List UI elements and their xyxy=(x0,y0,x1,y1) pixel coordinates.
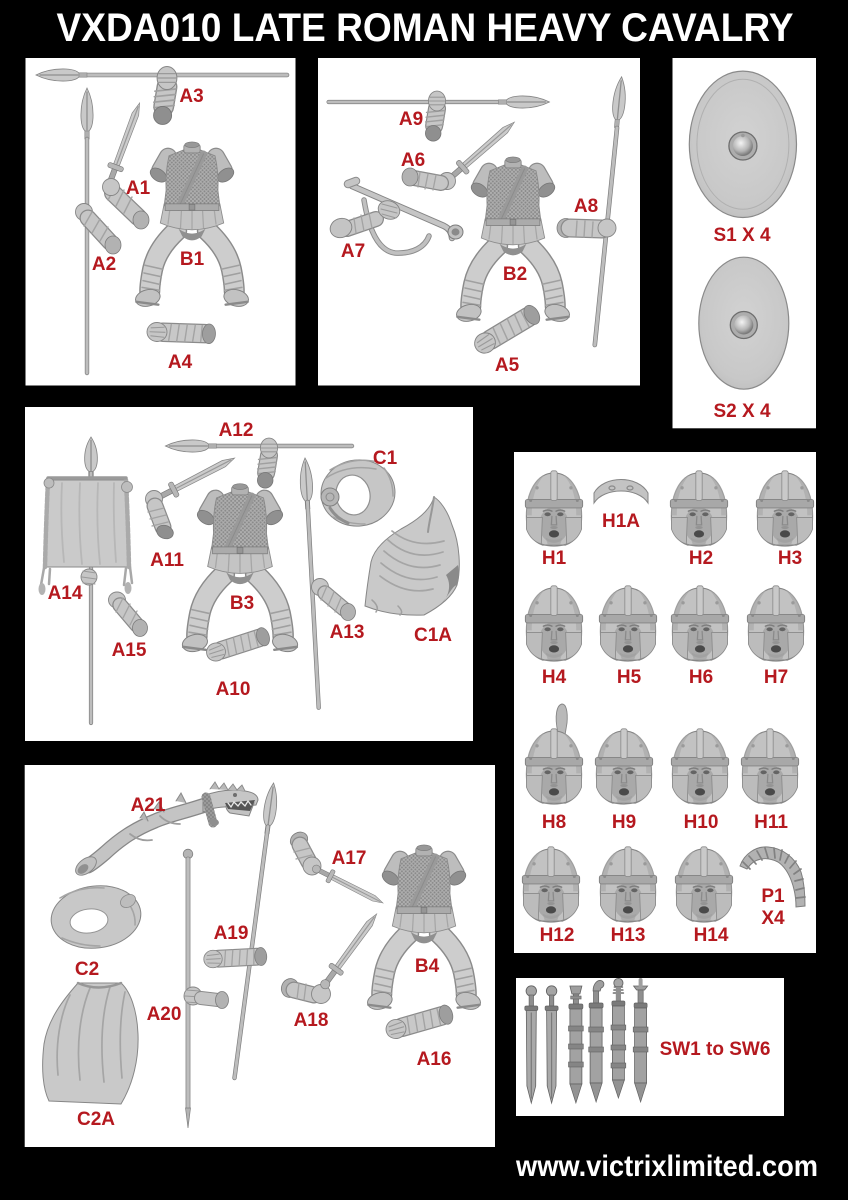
svg-text:H13: H13 xyxy=(611,925,646,946)
svg-text:A14: A14 xyxy=(48,583,83,604)
svg-text:A7: A7 xyxy=(341,241,365,262)
svg-text:H12: H12 xyxy=(540,925,575,946)
svg-text:C2: C2 xyxy=(75,959,99,980)
svg-text:A2: A2 xyxy=(92,254,116,275)
svg-text:SW1 to SW6: SW1 to SW6 xyxy=(660,1039,771,1060)
svg-text:A13: A13 xyxy=(330,622,365,643)
svg-text:C2A: C2A xyxy=(77,1109,115,1130)
svg-text:B2: B2 xyxy=(503,264,527,285)
svg-text:A3: A3 xyxy=(179,86,203,107)
svg-text:B3: B3 xyxy=(230,593,254,614)
svg-text:B1: B1 xyxy=(180,249,205,270)
svg-text:S2 X 4: S2 X 4 xyxy=(713,401,770,422)
svg-text:A18: A18 xyxy=(294,1010,329,1031)
svg-text:A11: A11 xyxy=(150,550,184,571)
svg-text:H5: H5 xyxy=(617,667,642,688)
svg-text:H8: H8 xyxy=(542,812,566,833)
svg-text:A19: A19 xyxy=(214,923,249,944)
svg-text:S1 X 4: S1 X 4 xyxy=(713,225,770,246)
svg-text:P1: P1 xyxy=(761,886,785,907)
svg-text:A10: A10 xyxy=(216,679,251,700)
svg-text:A17: A17 xyxy=(332,848,367,869)
svg-text:H9: H9 xyxy=(612,812,636,833)
svg-text:A6: A6 xyxy=(401,150,425,171)
svg-text:H14: H14 xyxy=(694,925,729,946)
svg-text:H6: H6 xyxy=(689,667,713,688)
svg-text:A12: A12 xyxy=(219,420,254,441)
svg-text:A1: A1 xyxy=(126,178,151,199)
svg-text:H7: H7 xyxy=(764,667,788,688)
svg-text:A4: A4 xyxy=(168,352,193,373)
svg-text:B4: B4 xyxy=(415,956,440,977)
svg-text:A20: A20 xyxy=(147,1004,182,1025)
svg-text:H3: H3 xyxy=(778,548,802,569)
svg-text:A15: A15 xyxy=(112,640,147,661)
svg-text:H10: H10 xyxy=(684,812,719,833)
svg-text:C1: C1 xyxy=(373,448,398,469)
svg-text:A9: A9 xyxy=(399,109,423,130)
svg-text:H1: H1 xyxy=(542,548,567,569)
svg-text:A16: A16 xyxy=(417,1049,452,1070)
svg-text:VXDA010 LATE ROMAN HEAVY CAVAL: VXDA010 LATE ROMAN HEAVY CAVALRY xyxy=(57,6,794,50)
svg-text:X4: X4 xyxy=(761,908,785,929)
svg-text:H11: H11 xyxy=(754,812,788,833)
svg-text:A8: A8 xyxy=(574,196,598,217)
svg-text:A21: A21 xyxy=(131,795,166,816)
svg-text:H4: H4 xyxy=(542,667,567,688)
svg-text:www.victrixlimited.com: www.victrixlimited.com xyxy=(515,1150,818,1183)
svg-text:A5: A5 xyxy=(495,355,520,376)
svg-text:C1A: C1A xyxy=(414,625,452,646)
svg-text:H2: H2 xyxy=(689,548,713,569)
svg-text:H1A: H1A xyxy=(602,511,640,532)
